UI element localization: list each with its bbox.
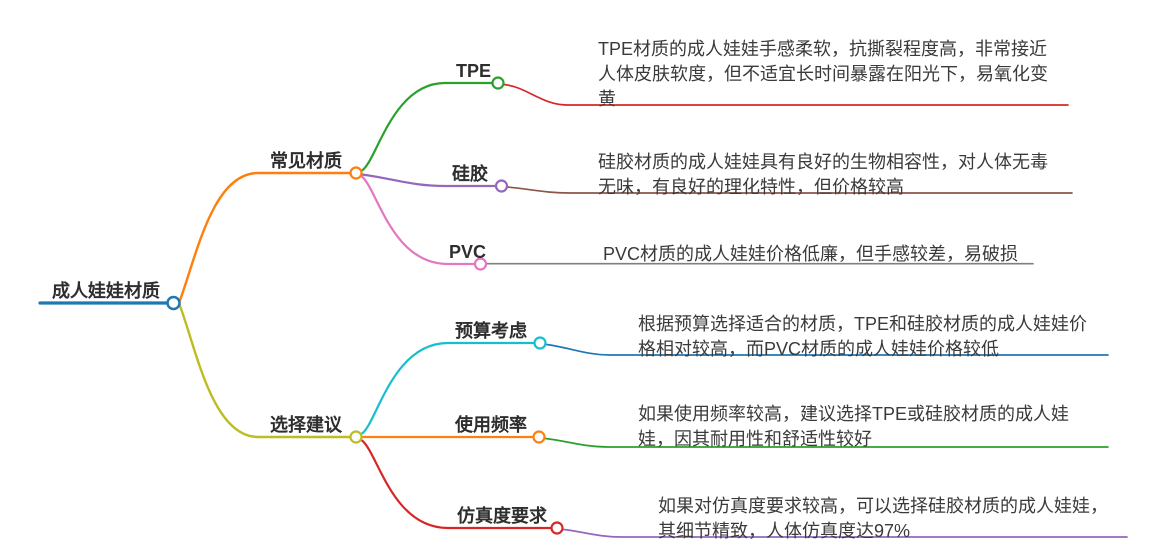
pvc-node-circle[interactable] <box>473 257 488 271</box>
desc-text-silicone: 硅胶材质的成人娃娃具有良好的生物相容性，对人体无毒 无味，有良好的理化特性，但价… <box>598 152 1048 197</box>
node-label-common-materials[interactable]: 常见材质 <box>270 151 342 171</box>
link-tpe-desc <box>503 83 1069 106</box>
link-common-materials <box>178 171 352 303</box>
link-realism-desc <box>562 528 1128 538</box>
link-tpe <box>360 81 494 172</box>
link-pvc <box>360 175 476 266</box>
selection-advice-node-circle[interactable] <box>349 430 363 444</box>
link-selection-advice <box>178 303 352 439</box>
node-label-selection-advice[interactable]: 选择建议 <box>270 415 342 435</box>
budget-node-circle[interactable] <box>533 336 547 350</box>
node-label-root[interactable]: 成人娃娃材质 <box>52 281 160 301</box>
realism-node-circle[interactable] <box>550 521 564 535</box>
link-silicone-desc <box>506 186 1073 194</box>
desc-text-realism: 如果对仿真度要求较高，可以选择硅胶材质的成人娃娃， 其细节精致，人体仿真度达97… <box>658 496 1108 541</box>
node-label-realism[interactable]: 仿真度要求 <box>457 506 547 526</box>
link-realism <box>360 439 552 530</box>
tpe-node-circle[interactable] <box>491 76 505 90</box>
desc-text-tpe: TPE材质的成人娃娃手感柔软，抗撕裂程度高，非常接近 人体皮肤软度，但不适宜长时… <box>598 39 1048 109</box>
node-label-pvc[interactable]: PVC <box>449 242 487 262</box>
silicone-node-circle[interactable] <box>494 179 509 193</box>
desc-text-frequency: 如果使用频率较高，建议选择TPE或硅胶材质的成人娃 娃，因其耐用性和舒适性较好 <box>638 404 1070 449</box>
link-frequency-desc <box>544 437 1109 448</box>
common-materials-node-circle[interactable] <box>349 166 363 180</box>
link-budget <box>360 341 535 435</box>
frequency-node-circle[interactable] <box>532 430 546 444</box>
node-label-silicone[interactable]: 硅胶 <box>452 164 488 184</box>
link-budget-desc <box>545 343 1109 356</box>
node-label-tpe[interactable]: TPE <box>456 61 492 81</box>
desc-text-pvc: PVC材质的成人娃娃价格低廉，但手感较差，易破损 <box>603 244 1019 264</box>
node-label-frequency[interactable]: 使用频率 <box>455 415 527 435</box>
desc-text-budget: 根据预算选择适合的材质，TPE和硅胶材质的成人娃娃价 格相对较高，而PVC材质的… <box>638 314 1088 359</box>
link-silicone <box>360 173 497 188</box>
root-node-circle[interactable] <box>166 295 181 311</box>
node-label-budget[interactable]: 预算考虑 <box>455 321 527 341</box>
